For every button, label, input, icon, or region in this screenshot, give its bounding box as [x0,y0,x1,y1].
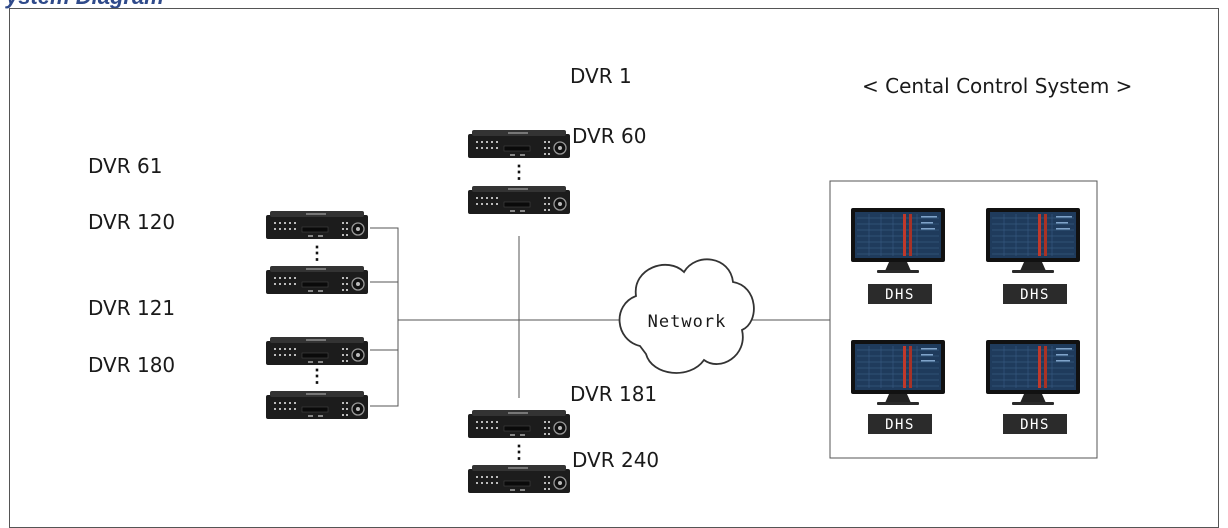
ellipsis-dvr-1-60: ⋮ [510,162,528,182]
dvr-61-label: DVR 61 [88,154,163,178]
diagram-canvas: Network ⋮ ⋮ ⋮ ⋮ DHS DHS DHS DHS [265,129,1098,494]
dvr-240-label: DVR 240 [572,448,660,472]
network-cloud-icon [618,258,755,374]
dvr-1-device-icon [467,129,571,159]
dvr-240-device-icon [467,464,571,494]
dvr-121-label: DVR 121 [88,296,176,320]
dvr-60-device-icon [467,185,571,215]
dvr-1-label: DVR 1 [570,64,632,88]
ellipsis-dvr-61-120: ⋮ [308,243,326,263]
dvr-121-device-icon [265,336,369,366]
dhs-label-3: DHS [885,417,915,433]
dvr-180-device-icon [265,390,369,420]
connection-lines [370,227,830,407]
dhs-label-4: DHS [1020,417,1050,433]
dhs-badges: DHS DHS DHS DHS [868,284,1067,434]
ellipsis-dvr-121-180: ⋮ [308,366,326,386]
dvr-61-device-icon [265,210,369,240]
central-control-title: < Cental Control System > [862,74,1133,98]
dvr-181-device-icon [467,409,571,439]
network-label: Network [648,312,727,332]
dvr-120-device-icon [265,265,369,295]
dvr-60-label: DVR 60 [572,124,647,148]
dhs-label-1: DHS [885,287,915,303]
dhs-label-2: DHS [1020,287,1050,303]
dvr-180-label: DVR 180 [88,353,176,377]
diagram-title: ystem Diagram [0,0,240,12]
dvr-120-label: DVR 120 [88,210,176,234]
dvr-181-label: DVR 181 [570,382,658,406]
ellipsis-dvr-181-240: ⋮ [510,442,528,462]
